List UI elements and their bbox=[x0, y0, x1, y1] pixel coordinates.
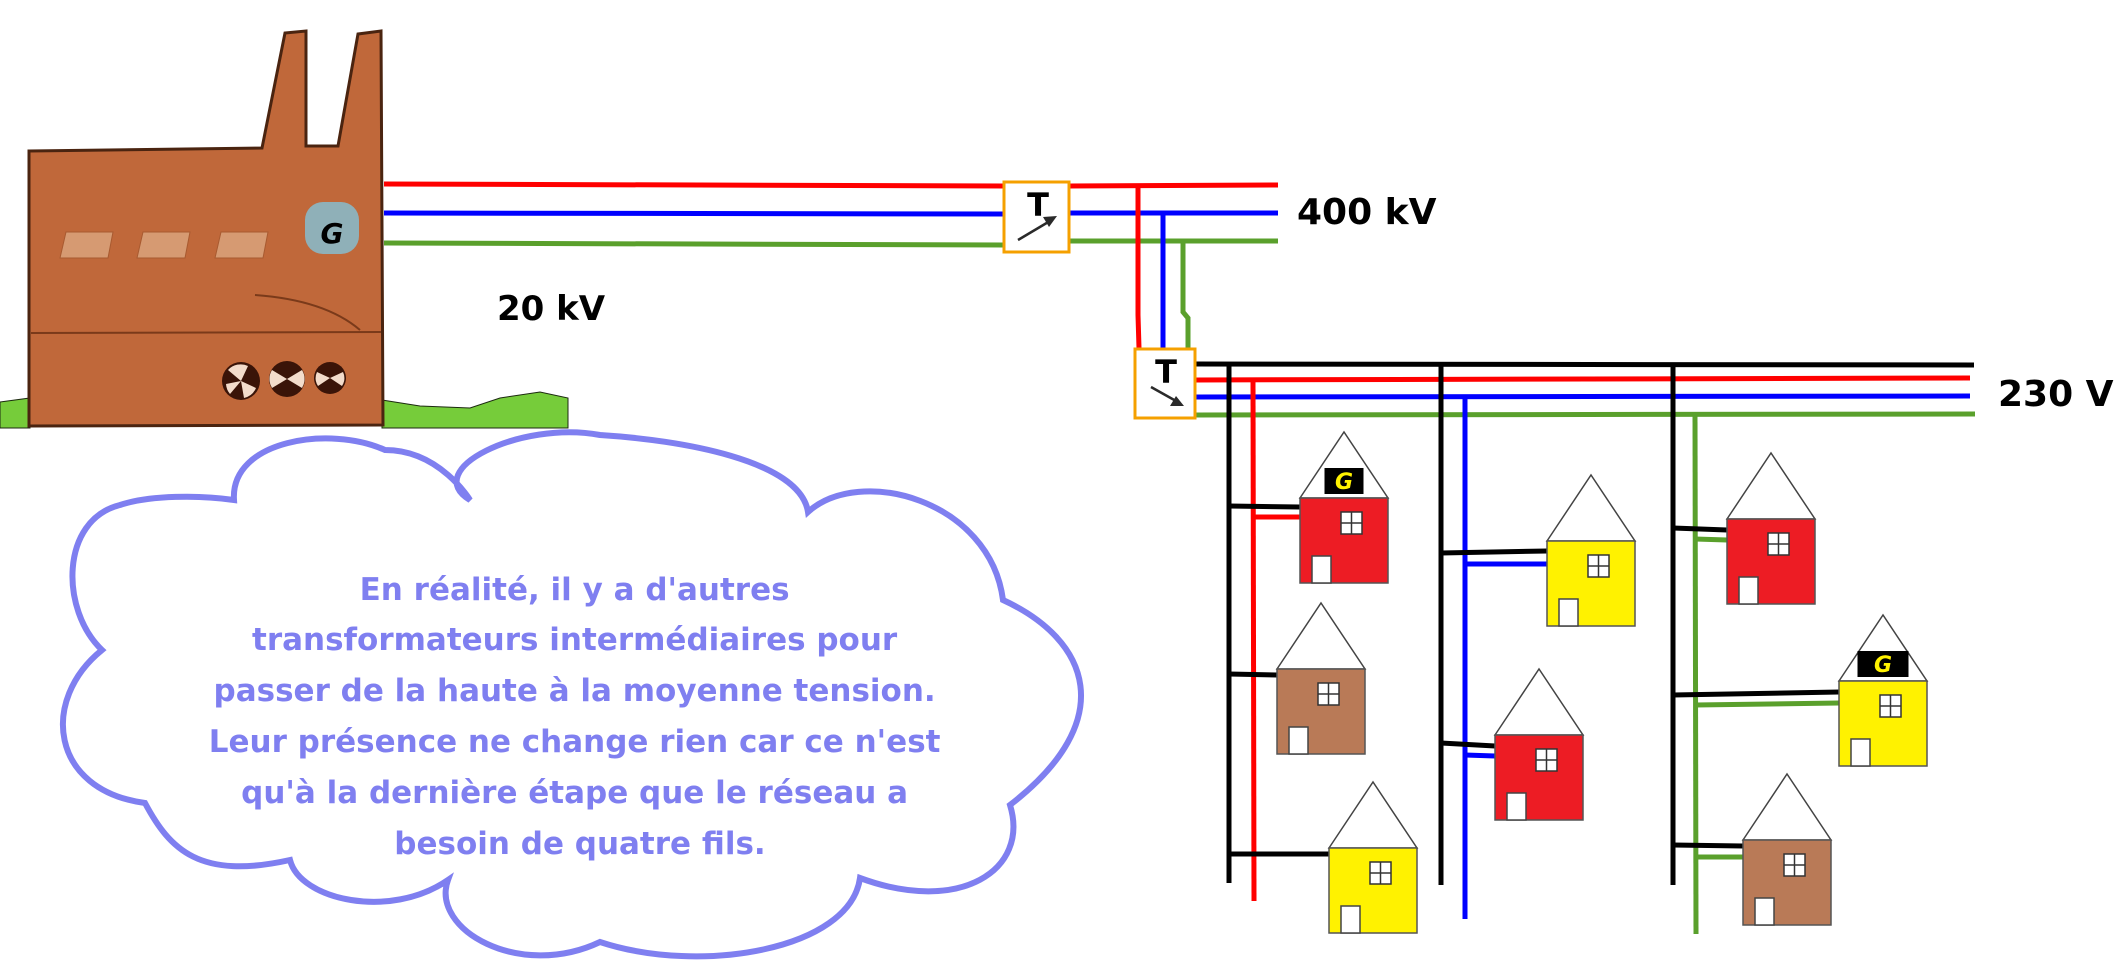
factory-curve bbox=[254, 294, 361, 331]
wire-neutral bbox=[1194, 361, 1975, 368]
wire-phase-3 bbox=[383, 240, 1005, 248]
house-connectors bbox=[1228, 503, 1840, 860]
house-roof bbox=[1741, 772, 1833, 841]
factory-window bbox=[59, 231, 114, 259]
svg-text:T: T bbox=[1155, 353, 1177, 391]
svg-text:T: T bbox=[1027, 186, 1049, 224]
power-plant: G bbox=[27, 29, 385, 428]
cloud-shape bbox=[59, 429, 1084, 960]
factory-fan-icon bbox=[269, 361, 305, 397]
house bbox=[1725, 451, 1817, 605]
factory-window bbox=[214, 231, 269, 259]
houses: GG bbox=[1275, 430, 1929, 934]
generator-label: G bbox=[1874, 653, 1892, 678]
house-door bbox=[1340, 905, 1361, 934]
generator-label: G bbox=[1335, 470, 1353, 495]
factory-divider bbox=[30, 331, 382, 334]
note-text: En réalité, il y a d'autres transformate… bbox=[209, 572, 952, 862]
transformer-step-down: T bbox=[1133, 347, 1197, 420]
house-roof bbox=[1493, 667, 1585, 736]
wire-phase-1 bbox=[1194, 375, 1971, 383]
transmission-line bbox=[1068, 182, 1279, 349]
generator-icon: G bbox=[305, 202, 359, 254]
factory-fan-icon bbox=[314, 362, 346, 394]
arrow-up-right-icon bbox=[1017, 216, 1057, 242]
house-door bbox=[1288, 726, 1309, 755]
wire-phase-3 bbox=[1194, 411, 1976, 418]
house-door bbox=[1506, 792, 1527, 821]
note-line: qu'à la dernière étape que le réseau a bbox=[241, 775, 908, 811]
note-line: Leur présence ne change rien car ce n'es… bbox=[209, 724, 941, 760]
house-door bbox=[1311, 555, 1332, 584]
house bbox=[1545, 473, 1637, 627]
wire-phase-1 bbox=[383, 181, 1005, 189]
feeder-1-phase bbox=[1250, 379, 1257, 902]
house bbox=[1275, 601, 1367, 755]
wire-drop-phase-1 bbox=[1135, 187, 1142, 349]
svg-text:G: G bbox=[321, 217, 344, 250]
ground-grass bbox=[0, 391, 569, 429]
house bbox=[1493, 667, 1585, 821]
house: G bbox=[1837, 613, 1929, 767]
generator-icon: G bbox=[1857, 651, 1909, 678]
note-line: passer de la haute à la moyenne tension. bbox=[214, 673, 936, 709]
house-roof bbox=[1725, 451, 1817, 520]
wire-phase-2 bbox=[1194, 393, 1971, 400]
wire-phase-1 bbox=[1068, 182, 1279, 189]
voltage-label-20kv: 20 kV bbox=[497, 289, 606, 329]
house-roof bbox=[1545, 473, 1637, 542]
house-roof bbox=[1275, 601, 1367, 670]
voltage-label-400kv: 400 kV bbox=[1297, 192, 1437, 233]
factory-fan-icon bbox=[222, 362, 260, 400]
house-door bbox=[1754, 897, 1775, 926]
house-door bbox=[1738, 576, 1759, 605]
arrow-down-right-icon bbox=[1150, 385, 1184, 406]
house bbox=[1327, 780, 1419, 934]
note-line: transformateurs intermédiaires pour bbox=[252, 622, 898, 658]
house bbox=[1741, 772, 1833, 926]
voltage-label-230v: 230 V bbox=[1998, 374, 2114, 415]
distribution-bus bbox=[1194, 361, 1976, 418]
factory-window bbox=[136, 231, 191, 259]
house: G bbox=[1298, 430, 1390, 584]
note-line: En réalité, il y a d'autres bbox=[360, 572, 790, 608]
transformer-step-up: T bbox=[1002, 180, 1071, 254]
note-line: besoin de quatre fils. bbox=[394, 826, 765, 862]
feeders bbox=[1226, 364, 1699, 935]
house-roof bbox=[1327, 780, 1419, 849]
house-door bbox=[1850, 738, 1871, 767]
factory-building bbox=[27, 29, 385, 428]
wire-drop-phase-3 bbox=[1180, 243, 1191, 348]
generation-line bbox=[383, 181, 1005, 248]
wire-phase-2 bbox=[383, 210, 1005, 217]
house-door bbox=[1558, 598, 1579, 627]
generator-icon: G bbox=[1324, 468, 1364, 495]
note-cloud: En réalité, il y a d'autres transformate… bbox=[59, 429, 1084, 960]
